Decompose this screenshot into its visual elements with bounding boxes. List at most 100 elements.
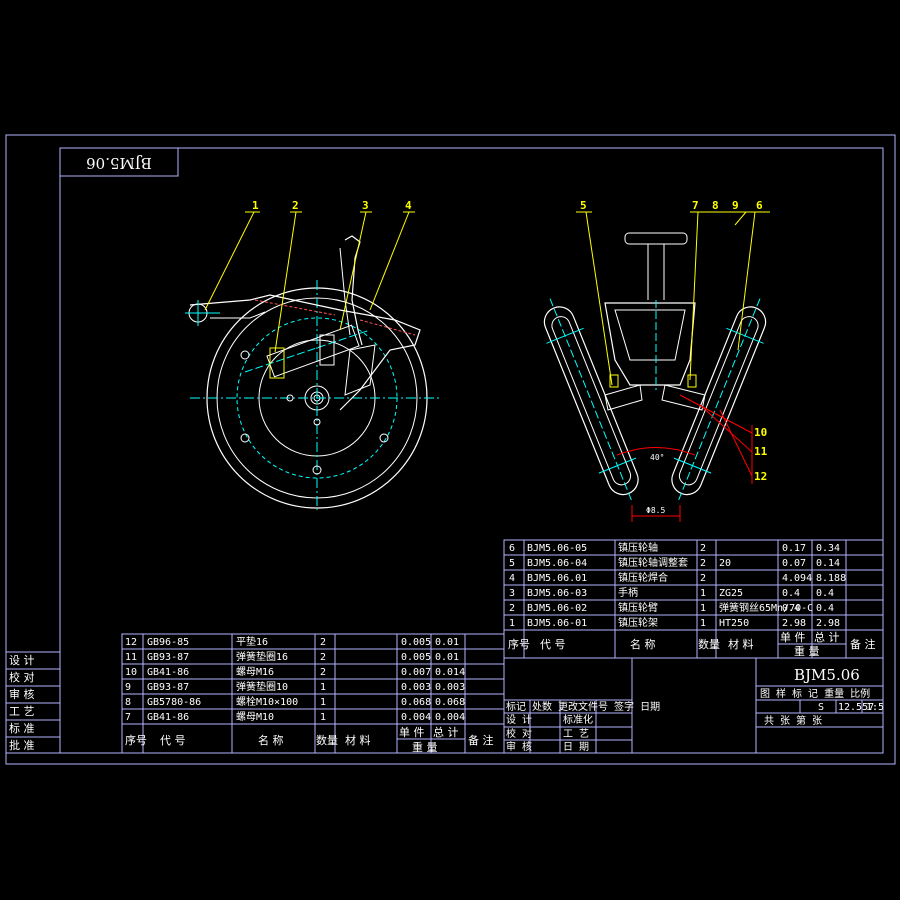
title-sign2: 校 对 (506, 727, 532, 740)
bom-upper-row-2-no: 4 (509, 573, 515, 584)
bom-upper-row-1-qty: 2 (700, 558, 706, 569)
bom-lower-row-2-no: 10 (125, 667, 137, 678)
left-column: 设 计 校 对 审 核 工 艺 标 准 批 准 (5, 651, 61, 754)
title-sign3: 审 核 (506, 740, 532, 753)
bom-upper-row-2-name: 镇压轮焊合 (618, 571, 668, 584)
bom-upper-row-3-no: 3 (509, 588, 515, 599)
bom-upper-row-4-unit: 0.4 (782, 603, 800, 614)
bom-lower-row-0-qty: 2 (320, 637, 326, 648)
left-col-4: 标 准 (9, 721, 35, 735)
bom-lower-row-0-unit: 0.005 (401, 637, 431, 648)
bom-lower-row-2-name: 螺母M16 (236, 666, 274, 678)
bom-upper-row-5-code: BJM5.06-01 (527, 618, 587, 629)
callout-11: 11 (754, 445, 768, 458)
bom-lower-row-5-unit: 0.004 (401, 712, 431, 723)
left-col-3: 工 艺 (9, 705, 35, 718)
bom-upper-hdr-unit: 单 件 (780, 631, 806, 644)
bom-upper-row-3-mat: ZG25 (719, 588, 743, 599)
bom-upper-row-4-name: 镇压轮臂 (618, 601, 658, 614)
bom-lower-row-5-total: 0.004 (435, 712, 465, 723)
bom-lower-row-2-unit: 0.007 (401, 667, 431, 678)
bom-lower-row-3-qty: 1 (320, 682, 326, 693)
bom-upper-row-1-name: 镇压轮轴调整套 (618, 556, 688, 569)
bom-upper-hdr-weight: 重 量 (794, 644, 820, 658)
callout-8: 8 (712, 199, 719, 212)
title-sign1: 设 计 (506, 713, 532, 726)
bom-lower-hdr-name: 名 称 (258, 733, 284, 747)
bom-upper-row-0-no: 6 (509, 543, 515, 554)
left-col-0: 设 计 (9, 654, 35, 667)
bom-lower-row-3-unit: 0.003 (401, 682, 431, 693)
title-change-row: 标记 处数 更改文件号 签字 日期 (506, 700, 660, 713)
bom-upper-row-3-name: 手柄 (618, 586, 638, 599)
title-stage-row: 图 样 标 记 重量 比例 (760, 687, 870, 700)
bom-upper-row-5-qty: 1 (700, 618, 706, 629)
bom-upper-hdr-qty: 数量 (698, 638, 720, 651)
callout-3: 3 (362, 199, 369, 212)
bom-upper-hdr-total: 总 计 (814, 630, 840, 644)
angle-dim: 40° (650, 453, 664, 462)
outer-frame (5, 134, 896, 765)
title-block: BJM5.06 图 样 标 记 重量 比例 S 12.557 1:5 共 张 第… (503, 657, 884, 754)
callout-12: 12 (754, 470, 767, 483)
bom-lower-row-1-qty: 2 (320, 652, 326, 663)
bom-lower-hdr-code: 代 号 (160, 734, 186, 747)
bom-upper-hdr-code: 代 号 (540, 638, 566, 651)
bom-upper-hdr-no: 序号 (508, 637, 530, 651)
bom-lower-row-4-code: GB5780-86 (147, 697, 201, 708)
bom-upper-row-3-code: BJM5.06-03 (527, 588, 587, 599)
title-std: 标准化 (563, 713, 593, 726)
bom-upper-row-3-total: 0.4 (816, 588, 834, 599)
callout-7: 7 (692, 199, 699, 212)
bom-lower-row-0-total: 0.01 (435, 637, 459, 648)
title-sheets: 共 张 第 张 (764, 714, 822, 727)
bom-lower-row-2-total: 0.014 (435, 667, 465, 678)
bom-lower-row-1-name: 弹簧垫圈16 (236, 650, 288, 663)
bom-lower-row-4-qty: 1 (320, 697, 326, 708)
front-view (543, 232, 767, 522)
bom-upper-row-5-mat: HT250 (719, 618, 749, 629)
bom-upper-row-4-code: BJM5.06-02 (527, 603, 587, 614)
bom-upper-row-0-total: 0.34 (816, 543, 840, 554)
bom-lower-row-0-name: 平垫16 (236, 635, 268, 648)
bom-lower-row-1-unit: 0.005 (401, 652, 431, 663)
bom-lower-row-5-qty: 1 (320, 712, 326, 723)
bom-lower-row-4-total: 0.068 (435, 697, 465, 708)
bom-lower-row-4-unit: 0.068 (401, 697, 431, 708)
title-weight: 12.557 (838, 702, 874, 713)
bom-upper-hdr-mat: 材 料 (728, 637, 754, 651)
callout-10: 10 (754, 426, 767, 439)
bom-lower-row-3-name: 弹簧垫圈10 (236, 680, 288, 693)
title-scale: 1:5 (866, 702, 884, 713)
bom-upper-row-2-qty: 2 (700, 573, 706, 584)
bom-upper-row-2-code: BJM5.06.01 (527, 573, 587, 584)
bom-upper-row-3-unit: 0.4 (782, 588, 800, 599)
bom-lower-row-3-no: 9 (125, 682, 131, 693)
bom-upper-row-5-unit: 2.98 (782, 618, 806, 629)
bom-upper-row-1-total: 0.14 (816, 558, 840, 569)
title-date: 日 期 (563, 741, 589, 753)
title-craft: 工 艺 (563, 728, 589, 740)
bom-lower-row-1-code: GB93-87 (147, 652, 189, 663)
right-callouts: 5 7 8 9 6 10 11 12 (576, 199, 770, 484)
bom-upper-row-4-total: 0.4 (816, 603, 834, 614)
width-dim: Φ8.5 (646, 506, 665, 515)
bom-lower-row-5-name: 螺母M10 (236, 711, 274, 723)
bom-upper-row-5-name: 镇压轮架 (618, 616, 658, 629)
callout-1: 1 (252, 199, 259, 212)
bom-upper-row-1-code: BJM5.06-04 (527, 558, 587, 569)
bom-upper-row-1-no: 5 (509, 558, 515, 569)
bom-upper-hdr-remark: 备 注 (850, 637, 876, 651)
bom-upper-row-2-total: 8.188 (816, 573, 846, 584)
bom-lower-row-4-name: 螺栓M10×100 (236, 695, 298, 708)
bom-upper-row-3-qty: 1 (700, 588, 706, 599)
bom-lower-row-3-code: GB93-87 (147, 682, 189, 693)
bom-upper-row-1-mat: 20 (719, 558, 731, 569)
callout-4: 4 (405, 199, 412, 212)
left-callouts: 1 2 3 4 (204, 199, 415, 353)
bom-upper-row-0-name: 镇压轮轴 (618, 541, 658, 554)
bom-upper-row-4-mat: 弹簧钢丝65Mn/70-C (719, 601, 813, 614)
